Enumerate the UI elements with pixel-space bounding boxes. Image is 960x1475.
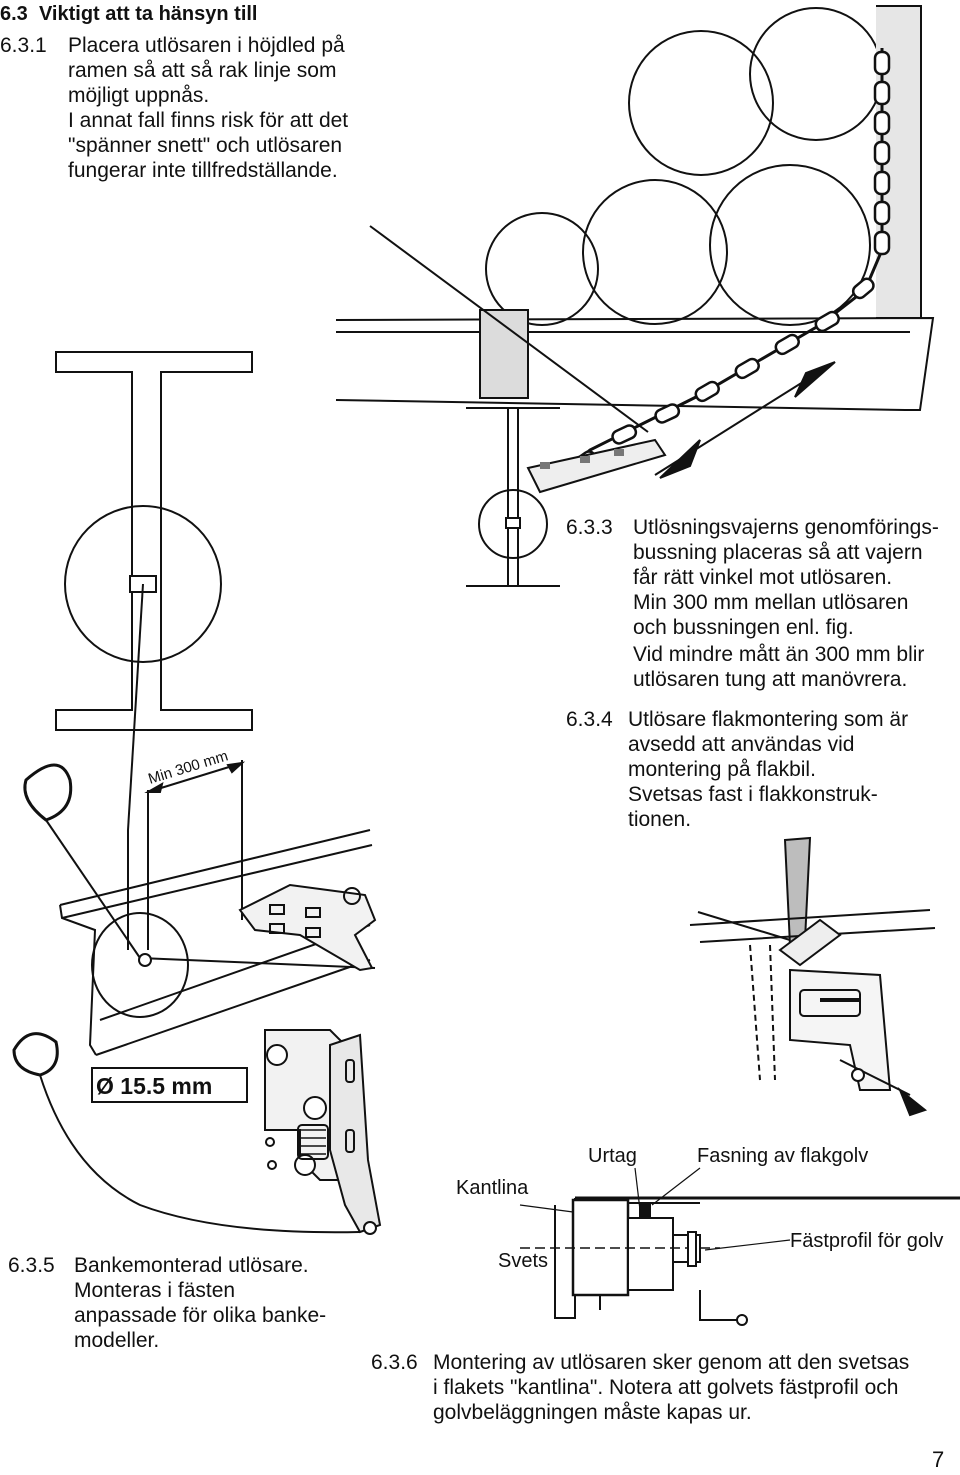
- item-number-635: 6.3.5: [8, 1254, 55, 1277]
- item-number-636: 6.3.6: [371, 1351, 418, 1374]
- release-bracket: [526, 438, 667, 494]
- kantlina-label: Kantlina: [456, 1177, 529, 1199]
- dimension-text: Min 300 mm: [146, 747, 230, 787]
- item-text-636: Montering av utlösaren sker genom att de…: [433, 1351, 910, 1424]
- section-heading: 6.3 Viktigt att ta hänsyn till: [0, 2, 258, 27]
- frame-rail-figure: [23, 763, 377, 1056]
- page-number: 7: [932, 1447, 945, 1472]
- item-number-633: 6.3.3: [566, 516, 613, 539]
- log-5: [749, 7, 883, 141]
- platform-frame: [335, 316, 935, 411]
- item-number-634: 6.3.4: [566, 708, 613, 731]
- handle-loop-1: [23, 763, 73, 822]
- log-1: [485, 212, 599, 326]
- item-text-634: Utlösare flakmontering som är avsedd att…: [628, 708, 909, 831]
- bank-mount-figure: [12, 1029, 382, 1235]
- item-number-631: 6.3.1: [0, 34, 47, 57]
- small-i-beam: [466, 407, 560, 587]
- leader-urtag: [634, 1167, 641, 1211]
- dimension-arrow: [147, 762, 243, 793]
- leader-fasning: [651, 1167, 701, 1206]
- i-beam-figure: [55, 351, 253, 950]
- handle-loop-2: [12, 1032, 59, 1077]
- log-3: [709, 164, 871, 326]
- cable-line: [127, 583, 144, 831]
- item-text-633: Utlösningsvajerns genomförings- bussning…: [633, 516, 939, 691]
- log-load-figure: [335, 5, 935, 587]
- chain: [559, 48, 884, 477]
- log-4: [628, 30, 774, 176]
- section-number: 6.3: [0, 3, 28, 25]
- diameter-label: Ø 15.5 mm: [96, 1073, 213, 1099]
- item-text-631: Placera utlösaren i höjdled på ramen så …: [68, 34, 349, 182]
- chain-links: [571, 50, 891, 473]
- leader-kantlina: [519, 1204, 574, 1213]
- fasning-label: Fasning av flakgolv: [697, 1145, 869, 1167]
- diagonal-line: [369, 225, 649, 433]
- section-title: Viktigt att ta hänsyn till: [38, 3, 258, 25]
- fastprofil-label: Fästprofil för golv: [790, 1230, 944, 1252]
- sliding-block: [479, 309, 529, 399]
- platform-mount-figure: [689, 836, 936, 1117]
- cross-section-figure: [519, 1167, 960, 1326]
- log-2: [582, 179, 728, 325]
- svets-label: Svets: [498, 1250, 549, 1272]
- leader-fastprofil: [704, 1239, 791, 1251]
- item-text-635: Bankemonterad utlösare. Monteras i fäste…: [74, 1254, 327, 1352]
- urtag-label: Urtag: [588, 1145, 637, 1167]
